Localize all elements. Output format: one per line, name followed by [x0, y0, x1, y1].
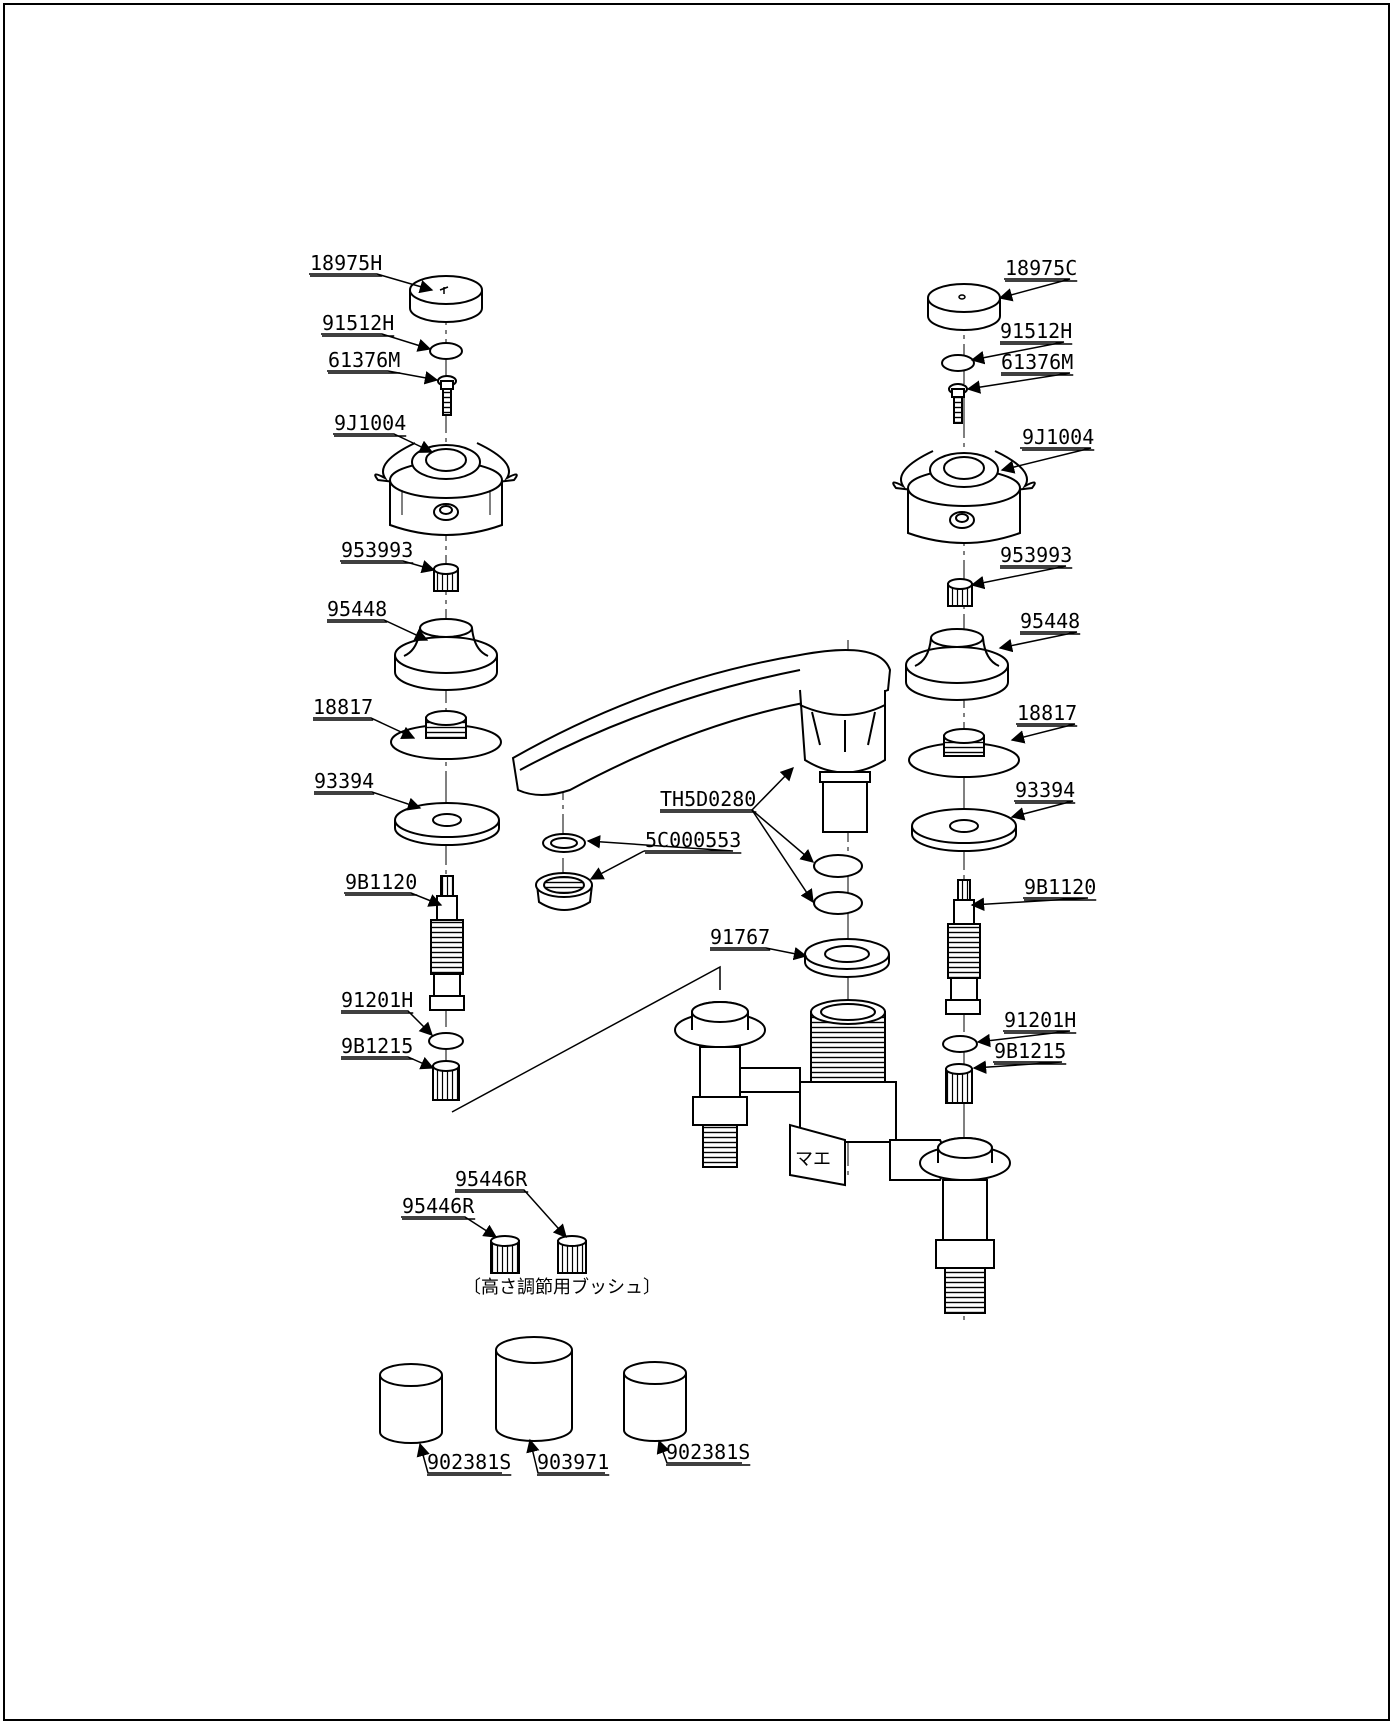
label-91201H-right[interactable]: 91201H: [1004, 1008, 1076, 1032]
label-95446R-b[interactable]: 95446R: [402, 1194, 475, 1218]
nut-953993-left[interactable]: [433, 563, 459, 592]
label-91512H-left[interactable]: 91512H: [322, 311, 394, 335]
screw-61376M-right[interactable]: [948, 383, 968, 424]
label-61376M-right[interactable]: 61376M: [1001, 350, 1073, 374]
label-95446R-a[interactable]: 95446R: [455, 1167, 528, 1191]
label-95448-left[interactable]: 95448: [327, 597, 387, 621]
body-mark: マエ: [795, 1149, 831, 1170]
label-93394-left[interactable]: 93394: [314, 769, 374, 793]
escutcheon-95448-left[interactable]: [394, 618, 498, 691]
assembly-guide-line: [451, 965, 721, 1113]
ring-TH5D0280-b[interactable]: [813, 891, 863, 915]
part-labels: 18975H 91512H 61376M 9J1004 953993 95448…: [310, 251, 1097, 1476]
screw-61376M-left[interactable]: [437, 375, 457, 416]
spindle-9B1120-left[interactable]: [429, 875, 465, 1011]
bushing-95446R-b[interactable]: [557, 1235, 587, 1274]
label-9B1120-right[interactable]: 9B1120: [1024, 875, 1096, 899]
flange-18817-right[interactable]: [908, 728, 1020, 778]
flange-18817-left[interactable]: [390, 710, 502, 760]
label-91767[interactable]: 91767: [710, 925, 770, 949]
ring-TH5D0280-a[interactable]: [813, 854, 863, 878]
label-61376M-left[interactable]: 61376M: [328, 348, 400, 372]
faucet-body[interactable]: [674, 999, 1011, 1314]
ring-91512H-right[interactable]: [941, 354, 975, 372]
label-18817-left[interactable]: 18817: [313, 695, 373, 719]
label-18975C[interactable]: 18975C: [1005, 256, 1077, 280]
sleeve-902381S-b[interactable]: [623, 1361, 687, 1442]
nut-9B1215-right[interactable]: [945, 1063, 973, 1104]
label-9J1004-left[interactable]: 9J1004: [334, 411, 406, 435]
label-9B1120-left[interactable]: 9B1120: [345, 870, 417, 894]
label-18817-right[interactable]: 18817: [1017, 701, 1077, 725]
washer-93394-right[interactable]: [911, 808, 1017, 852]
cross-handle-9J1004-left[interactable]: [374, 442, 518, 536]
label-953993-left[interactable]: 953993: [341, 538, 413, 562]
cap-18975H[interactable]: [409, 275, 483, 323]
ring-91201H-left[interactable]: [428, 1032, 464, 1050]
label-93394-right[interactable]: 93394: [1015, 778, 1075, 802]
aerator-ring-5C000553[interactable]: [542, 833, 586, 853]
washer-91767[interactable]: [804, 938, 890, 978]
cross-handle-9J1004-right[interactable]: [892, 450, 1036, 544]
label-9J1004-right[interactable]: 9J1004: [1022, 425, 1094, 449]
label-902381S-a[interactable]: 902381S: [427, 1450, 511, 1474]
washer-93394-left[interactable]: [394, 802, 500, 846]
cap-18975C[interactable]: [927, 283, 1001, 331]
bushing-95446R-a[interactable]: [490, 1235, 520, 1274]
aerator-5C000553[interactable]: [535, 872, 593, 911]
spindle-9B1120-right[interactable]: [945, 879, 981, 1015]
escutcheon-95448-right[interactable]: [905, 628, 1009, 701]
ring-91512H-left[interactable]: [429, 342, 463, 360]
label-TH5D0280[interactable]: TH5D0280: [660, 787, 756, 811]
label-9B1215-left[interactable]: 9B1215: [341, 1034, 413, 1058]
label-18975H[interactable]: 18975H: [310, 251, 382, 275]
drawing-border: [3, 3, 1390, 1721]
label-903971[interactable]: 903971: [537, 1450, 609, 1474]
label-5C000553[interactable]: 5C000553: [645, 828, 741, 852]
sleeve-903971[interactable]: [495, 1336, 573, 1442]
label-91201H-left[interactable]: 91201H: [341, 988, 413, 1012]
label-902381S-b[interactable]: 902381S: [666, 1440, 750, 1464]
nut-9B1215-left[interactable]: [432, 1060, 460, 1101]
nut-953993-right[interactable]: [947, 578, 973, 607]
label-953993-right[interactable]: 953993: [1000, 543, 1072, 567]
sleeve-902381S-a[interactable]: [379, 1363, 443, 1444]
label-9B1215-right[interactable]: 9B1215: [994, 1039, 1066, 1063]
label-95448-right[interactable]: 95448: [1020, 609, 1080, 633]
spout-TH5D0280[interactable]: [511, 649, 892, 833]
label-91512H-right[interactable]: 91512H: [1000, 319, 1072, 343]
bushing-note: 〔高さ調節用ブッシュ〕: [463, 1276, 661, 1298]
ring-91201H-right[interactable]: [942, 1035, 978, 1053]
